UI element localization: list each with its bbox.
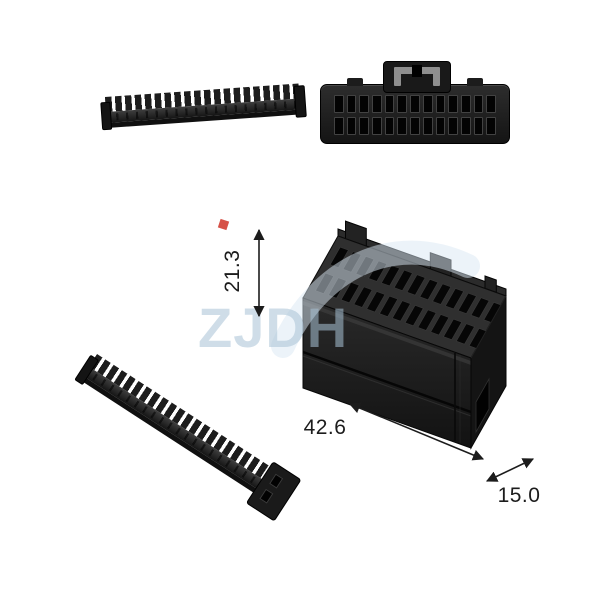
depth-dimension-label: 15.0 (497, 484, 541, 507)
housing-nub (347, 78, 363, 86)
retainer-base (82, 366, 281, 500)
pin-hole (410, 117, 420, 135)
retainer-strip-top (100, 83, 307, 131)
housing-tab (484, 275, 497, 294)
latch-clip (394, 69, 401, 86)
pin-hole (473, 117, 484, 135)
housing-tab (429, 251, 452, 278)
pin-hole (397, 95, 408, 113)
housing-front-seam-highlight (302, 355, 472, 417)
housing-right-edge-highlight (470, 295, 507, 359)
housing-top-hole (417, 309, 437, 331)
pin-hole (359, 117, 370, 135)
pin-hole (359, 95, 370, 113)
pin-hole (435, 117, 446, 135)
housing-top-hole (455, 323, 475, 345)
retainer-end-hole (259, 488, 274, 504)
housing-front-seam (302, 350, 472, 414)
housing-tab (345, 220, 367, 247)
housing-top-hole (430, 314, 450, 336)
housing-top-hole (457, 292, 477, 314)
retainer-end-cap (293, 85, 307, 118)
pin-hole (460, 117, 471, 135)
housing-top-hole (406, 274, 426, 296)
housing-top-hole (470, 297, 490, 319)
pin-hole (372, 117, 382, 135)
pin-hole (422, 95, 433, 113)
housing-top-hole (315, 272, 335, 294)
pin-hole (372, 95, 382, 113)
height-dimension-label: 21.3 (221, 249, 244, 293)
retainer-teeth (88, 354, 289, 491)
housing-top-hole (483, 301, 503, 324)
watermark-text: ZJDH (198, 296, 349, 359)
latch-notch (412, 65, 422, 77)
pin-hole (486, 117, 496, 135)
housing-nub (467, 78, 483, 86)
housing-top-hole (444, 288, 465, 310)
pin-hole (486, 95, 496, 113)
pin-hole (397, 117, 408, 135)
housing-top-hole (368, 260, 388, 282)
housing-top-hole (468, 327, 488, 350)
pin-hole (422, 117, 433, 135)
pin-hole (473, 95, 484, 113)
length-arrow (348, 402, 485, 461)
housing-top-hole (342, 251, 362, 273)
depth-arrow (485, 458, 535, 482)
pin-hole-grid (334, 95, 496, 135)
pin-hole (448, 95, 458, 113)
connector-front-view (320, 61, 510, 144)
pin-hole (448, 117, 458, 135)
pin-hole (384, 95, 395, 113)
pin-hole (334, 117, 344, 135)
pin-hole (410, 95, 420, 113)
housing-top-hole (380, 265, 401, 287)
pin-hole (384, 117, 395, 135)
housing-top-hole (329, 246, 349, 268)
housing-top-hole (432, 283, 452, 305)
retainer-end-cap (100, 101, 113, 131)
watermark-logo-mark (217, 218, 230, 231)
housing-top-hole (419, 278, 439, 301)
housing-lock-slot (475, 377, 490, 434)
housing-right-face (470, 294, 507, 450)
pin-hole (460, 95, 471, 113)
retainer-end-hole (269, 473, 284, 489)
pin-hole (334, 95, 344, 113)
pin-hole (435, 95, 446, 113)
length-dimension-label: 42.6 (303, 416, 347, 439)
housing-top-hole (355, 255, 375, 278)
pin-hole (346, 117, 357, 135)
retainer-strip-bottom (74, 354, 302, 522)
housing-top-hole (443, 318, 463, 340)
housing-top-hole (393, 269, 413, 291)
latch (383, 61, 451, 93)
latch-clip (433, 69, 440, 86)
retainer-lip (80, 375, 275, 505)
pin-hole (346, 95, 357, 113)
housing-back-wall (337, 228, 507, 297)
